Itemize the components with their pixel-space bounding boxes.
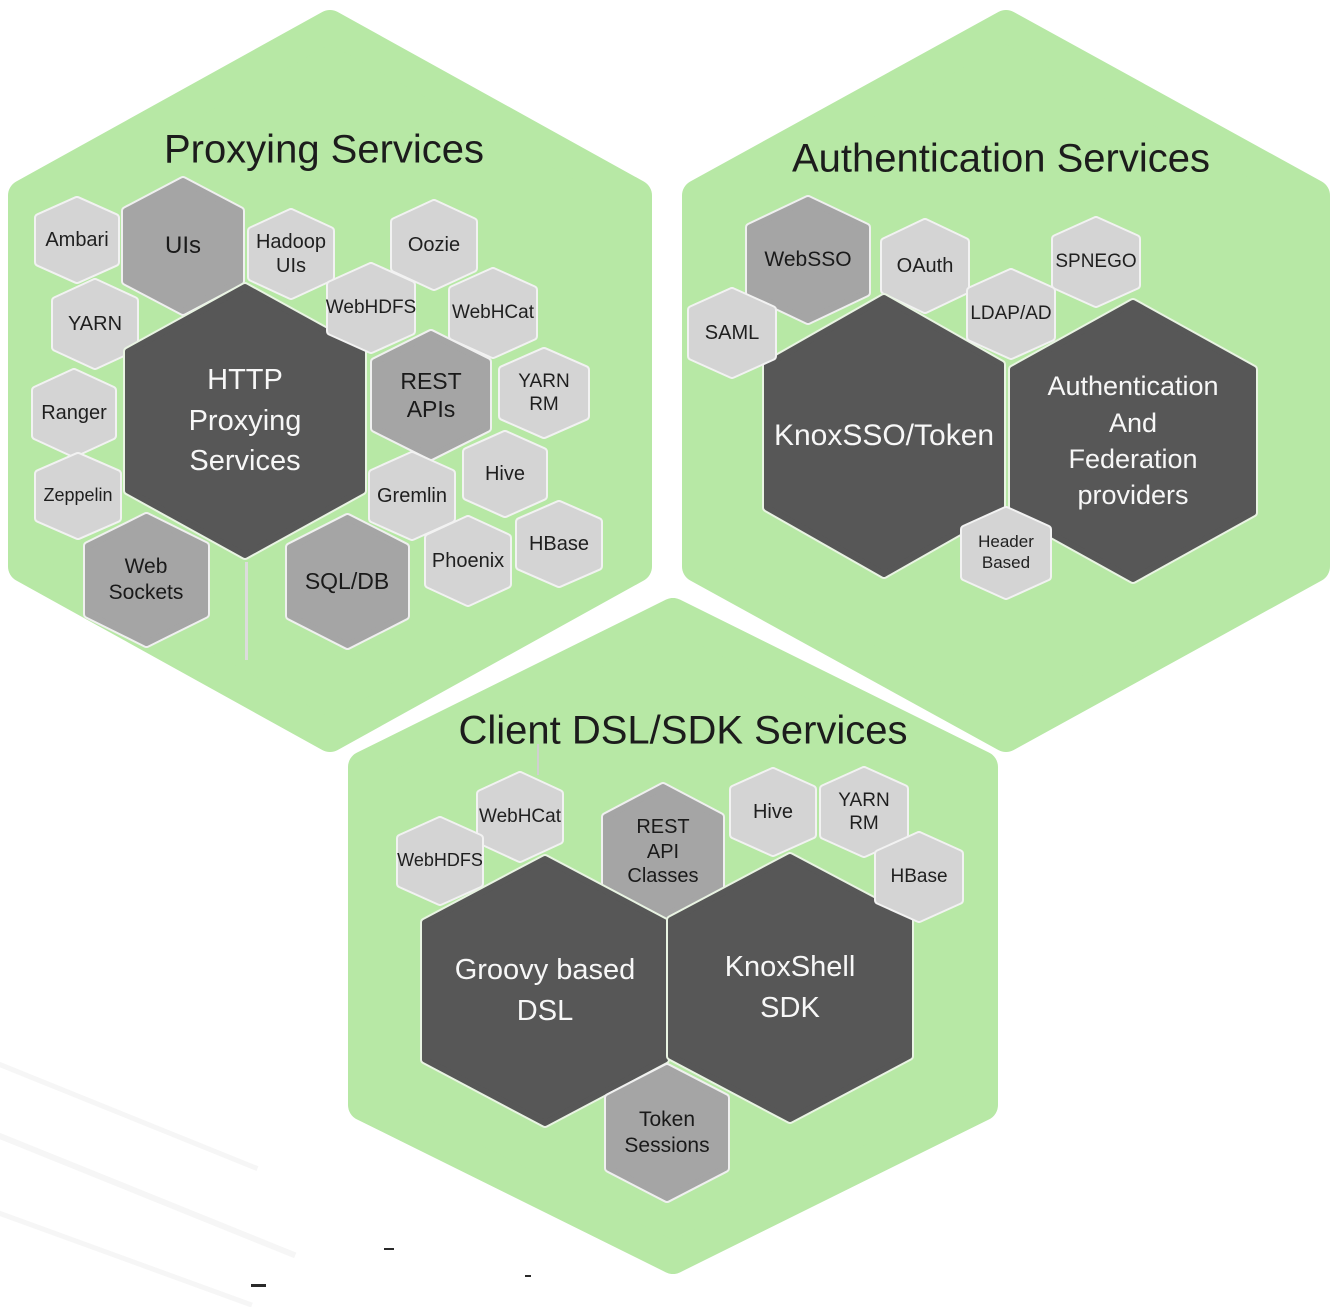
hex-node-label: HBase: [528, 532, 590, 555]
hex-node-rest-apis: REST APIs: [370, 329, 492, 461]
hex-node-label: WebHCat: [451, 302, 534, 324]
group-title-client-dsl-sdk-services: Client DSL/SDK Services: [458, 708, 908, 753]
group-title-authentication-services: Authentication Services: [791, 136, 1211, 181]
hex-node-label: SAML: [704, 321, 760, 344]
hex-node-label: HBase: [890, 866, 948, 888]
hex-node-label: WebHDFS: [397, 850, 483, 871]
hex-node-webhdfs: WebHDFS: [326, 262, 416, 354]
hex-node-label: REST APIs: [400, 367, 462, 422]
hex-node-knoxshell-sdk: KnoxShell SDK: [666, 852, 914, 1124]
hex-node-label: KnoxShell SDK: [724, 951, 856, 1024]
hex-node-yarn-rm: YARN RM: [819, 766, 909, 858]
hex-node-label: WebSSO: [764, 248, 852, 272]
hex-node-label: Oozie: [407, 233, 461, 256]
hex-node-token-sessions: Token Sessions: [604, 1063, 730, 1203]
hex-node-webhcat: WebHCat: [476, 771, 564, 863]
faint-background-streak: [0, 1125, 297, 1259]
hex-node-label: Zeppelin: [43, 485, 113, 506]
hex-node-webhdfs: WebHDFS: [396, 816, 484, 906]
hex-node-zeppelin: Zeppelin: [34, 452, 122, 540]
stray-mark: [384, 1248, 394, 1250]
hex-node-hbase: HBase: [874, 831, 964, 923]
hex-node-gremlin: Gremlin: [368, 451, 456, 541]
hex-node-web-sockets: Web Sockets: [82, 512, 210, 648]
hex-node-label: Hive: [484, 462, 525, 485]
hex-node-saml: SAML: [687, 287, 777, 379]
hex-node-spnego: SPNEGO: [1051, 216, 1141, 308]
hex-node-websso: WebSSO: [745, 195, 871, 325]
hex-node-label: SQL/DB: [304, 567, 390, 594]
hex-node-label: YARN RM: [838, 789, 890, 834]
hex-node-groovy-based-dsl: Groovy based DSL: [420, 854, 670, 1128]
hex-node-label: SPNEGO: [1055, 251, 1137, 273]
stray-mark: [525, 1275, 531, 1277]
hex-node-label: WebHDFS: [325, 297, 417, 319]
hex-node-webhcat: WebHCat: [448, 267, 538, 359]
hex-node-label: Phoenix: [431, 549, 505, 572]
hex-node-label: Ranger: [41, 401, 107, 424]
hex-node-hive: Hive: [462, 430, 548, 518]
hex-node-label: Hive: [752, 800, 793, 823]
hex-node-http-proxying-services: HTTP Proxying Services: [123, 282, 367, 560]
hex-node-label: Groovy based DSL: [454, 954, 636, 1027]
hex-node-label: Gremlin: [376, 484, 447, 507]
hex-node-uis: UIs: [121, 176, 245, 316]
hex-node-header-based: Header Based: [960, 506, 1052, 600]
hex-node-hadoop-uis: Hadoop UIs: [247, 208, 335, 300]
client-title-leader-line: [536, 744, 540, 775]
hex-node-authentication-and-federation-providers: Authentication And Federation providers: [1008, 298, 1258, 584]
hex-node-label: Token Sessions: [624, 1108, 710, 1157]
hex-node-yarn-rm: YARN RM: [498, 347, 590, 439]
hex-node-label: WebHCat: [478, 806, 561, 828]
hex-node-hbase: HBase: [515, 500, 603, 588]
hex-node-hive: Hive: [729, 767, 817, 857]
hex-node-label: HTTP Proxying Services: [188, 364, 302, 478]
hex-node-oozie: Oozie: [390, 199, 478, 291]
faint-background-streak: [0, 1200, 253, 1307]
hex-node-label: UIs: [165, 232, 201, 260]
hex-node-ranger: Ranger: [31, 368, 117, 458]
hex-node-ldap-ad: LDAP/AD: [966, 268, 1056, 360]
hex-node-label: Hadoop UIs: [255, 230, 327, 277]
hex-node-label: Header Based: [978, 532, 1034, 572]
hex-node-label: YARN: [67, 312, 123, 335]
hex-node-ambari: Ambari: [34, 196, 120, 284]
hex-node-label: REST API Classes: [627, 816, 699, 888]
hex-node-label: Web Sockets: [108, 555, 184, 604]
hex-node-oauth: OAuth: [880, 218, 970, 314]
hex-node-label: Authentication And Federation providers: [1047, 371, 1219, 511]
hex-node-yarn: YARN: [51, 278, 139, 370]
proxying-leader-line: [244, 562, 248, 660]
hex-node-label: LDAP/AD: [970, 303, 1052, 325]
hex-node-label: KnoxSSO/Token: [773, 418, 995, 452]
hex-node-knoxsso-token: KnoxSSO/Token: [762, 293, 1006, 579]
hex-node-label: YARN RM: [518, 370, 570, 415]
hex-node-phoenix: Phoenix: [424, 515, 512, 607]
hex-node-label: Ambari: [45, 228, 109, 251]
hex-node-sql-db: SQL/DB: [284, 512, 410, 650]
group-title-proxying-services: Proxying Services: [163, 127, 485, 172]
stray-mark: [251, 1284, 266, 1287]
hex-node-label: OAuth: [896, 254, 954, 277]
